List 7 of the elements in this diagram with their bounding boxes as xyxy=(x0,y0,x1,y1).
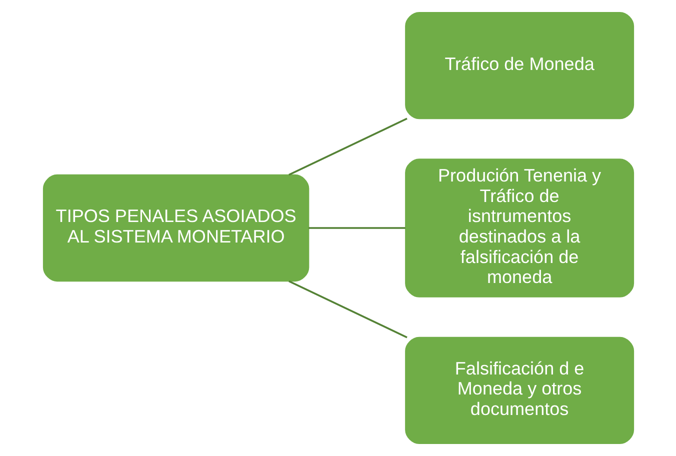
connector xyxy=(288,118,407,176)
node-box: Produción Tenenia y Tráfico de isntrumentos destinados a la falsificación de moneda xyxy=(404,158,634,298)
connector xyxy=(288,280,407,338)
node-box: Tráfico de Moneda xyxy=(404,12,634,120)
connector xyxy=(308,227,405,229)
node-box: TIPOS PENALES ASOIADOS AL SISTEMA MONETARIO xyxy=(42,174,309,282)
node-box: Falsificación d e Moneda y otros documentos xyxy=(404,336,634,444)
